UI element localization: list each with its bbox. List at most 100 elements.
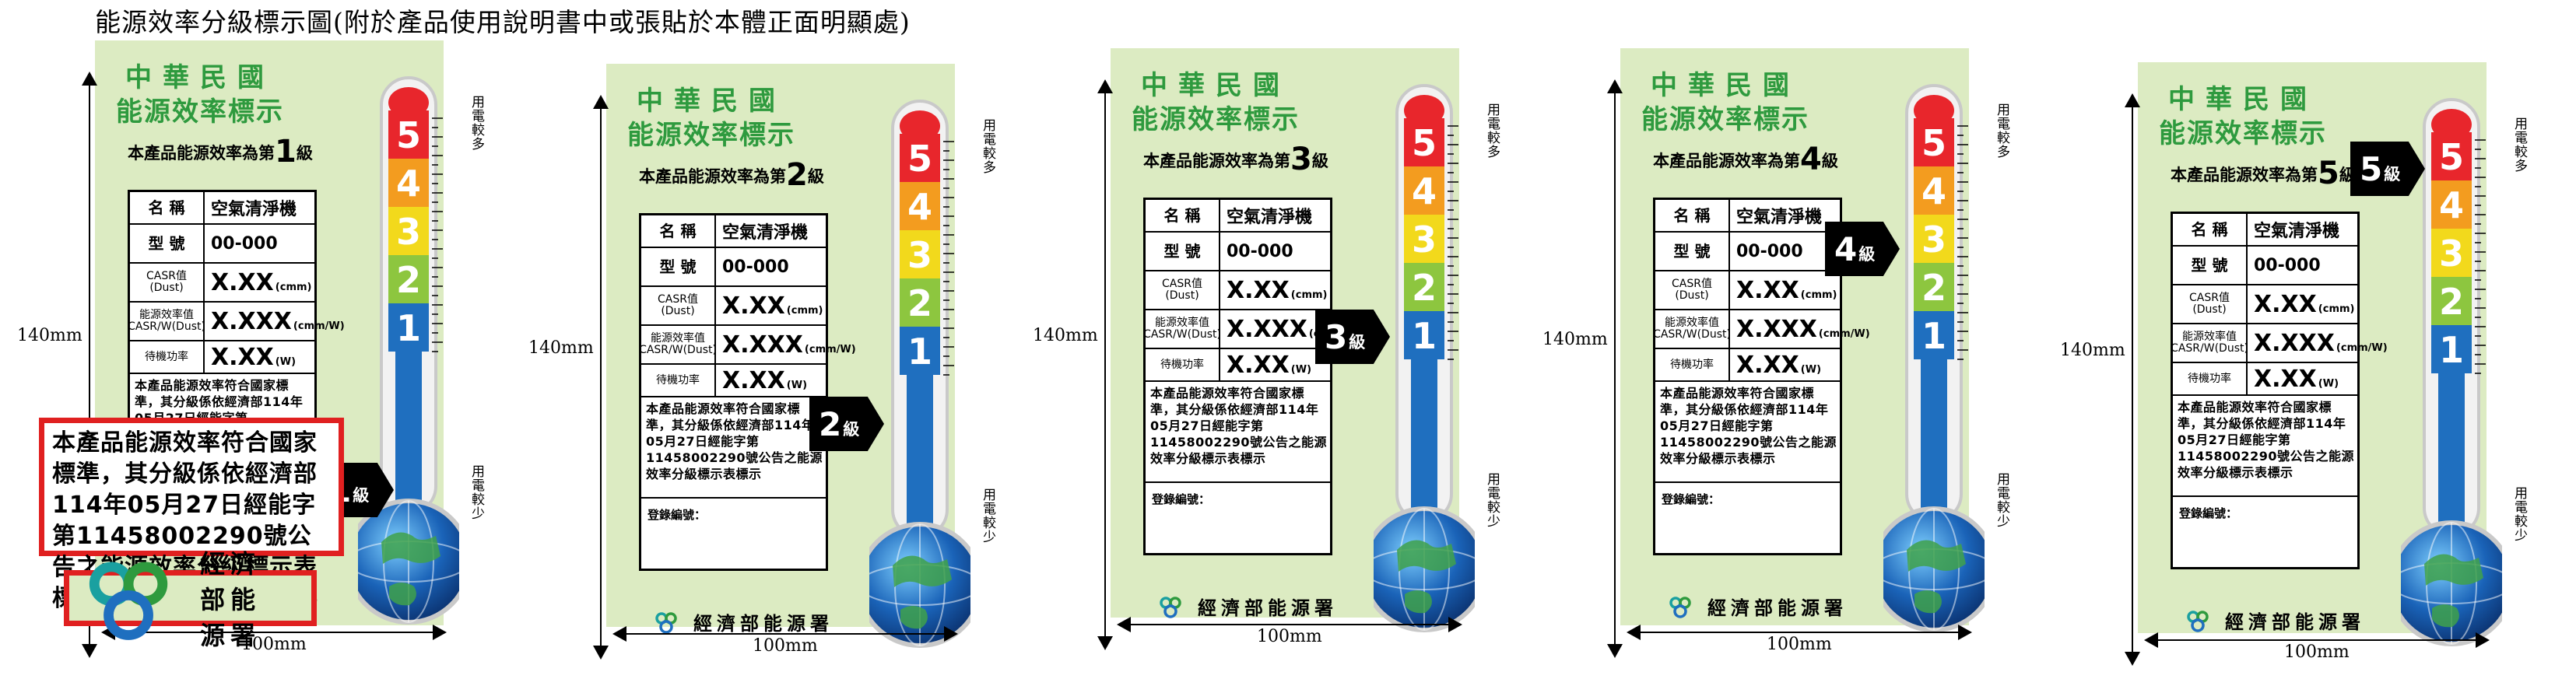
row-value: X.XX <box>722 292 785 320</box>
scale-segment-4 <box>1404 166 1444 215</box>
row-unit: (W) <box>786 379 808 391</box>
row-label: 待機功率 <box>130 341 205 373</box>
spec-row: 型 號 00-000 <box>2173 247 2357 285</box>
label-title: 能源效率標示 <box>116 96 284 128</box>
scale-number: 1 <box>907 331 932 373</box>
label-title-country: 中華民國 <box>637 86 786 117</box>
row-label: CASR值 (Dust) <box>2173 285 2248 323</box>
grade-suffix: 級 <box>1311 152 1328 170</box>
label-title: 能源效率標示 <box>627 120 795 151</box>
scale-segment-4 <box>900 182 940 230</box>
spec-row: 型 號 00-000 <box>1655 233 1840 271</box>
row-unit: (W) <box>2318 377 2339 390</box>
grade-statement: 本產品能源效率為第4級 <box>1653 142 1838 177</box>
scale-number: 2 <box>396 259 421 301</box>
width-dimension-line <box>1117 617 1462 632</box>
row-unit: (cmm/W) <box>1818 327 1870 340</box>
scale-segment-3 <box>900 230 940 278</box>
row-value-cell: 空氣清淨機 <box>1736 200 1822 231</box>
scale-number: 2 <box>1412 267 1437 309</box>
row-value-cell: 00-000 <box>2254 247 2321 284</box>
notice-row: 本產品能源效率符合國家標準，其分級係依經濟部114年05月27日經能字第1145… <box>641 397 826 499</box>
scale-number: 3 <box>1412 219 1437 261</box>
grade-number: 1 <box>275 134 297 170</box>
row-label: 待機功率 <box>641 365 716 396</box>
scale-segment-1 <box>388 303 429 352</box>
spec-row: 型 號 00-000 <box>130 225 314 264</box>
row-value: X.XXX <box>1736 315 1817 343</box>
row-value: 空氣清淨機 <box>722 223 809 243</box>
spec-row: 能源效率值 CASR/W(Dust) X.XXX(cmm/W) <box>2171 324 2388 363</box>
spec-row: 型 號 00-000 <box>641 248 826 287</box>
scale-segment-5 <box>1404 118 1444 166</box>
scale-segment-1 <box>1404 311 1444 359</box>
scale-number: 2 <box>1921 267 1946 309</box>
arrow-grade-number: 4 <box>1834 229 1858 268</box>
agency-footer: 經濟部能源署 <box>1667 593 1848 620</box>
row-value: X.XX <box>1736 351 1799 379</box>
spec-row: 能源效率值 CASR/W(Dust) X.XXX(cmm/W) <box>1143 310 1360 349</box>
spec-table: 名 稱 空氣清淨機 型 號 00-000 CASR值 (Dust) X.XX(c… <box>2171 212 2388 569</box>
width-dimension-label: 100mm <box>753 636 818 656</box>
scale-segment-3 <box>1914 215 1954 263</box>
row-label: 名 稱 <box>1146 200 1220 231</box>
row-value-cell: X.XX(cmm) <box>722 287 823 324</box>
width-dimension-label: 100mm <box>2284 642 2350 662</box>
row-value: 00-000 <box>211 233 278 254</box>
spec-row: 能源效率值 CASR/W(Dust) X.XXX(cmm/W) <box>639 326 856 365</box>
agency-footer: 經濟部能源署 <box>653 608 834 635</box>
row-value: 00-000 <box>1736 241 1803 261</box>
spec-row: 待機功率 X.XX(W) <box>641 365 826 397</box>
more-power-label: 用電較多 <box>469 95 484 151</box>
scale-number: 5 <box>2439 136 2464 178</box>
row-value-cell: 空氣清淨機 <box>722 215 808 247</box>
spec-table: 名 稱 空氣清淨機 型 號 00-000 CASR值 (Dust) X.XX(c… <box>1143 198 1360 555</box>
scale-segment-3 <box>1404 215 1444 263</box>
row-value: X.XX <box>211 268 274 296</box>
label-title: 能源效率標示 <box>1641 104 1809 135</box>
row-value-cell: X.XX(W) <box>1227 349 1311 380</box>
label-title-country: 中華民國 <box>1651 70 1800 101</box>
row-label: 能源效率值 CASR/W(Dust) <box>128 303 205 340</box>
spec-row: CASR值 (Dust) X.XX(cmm) <box>641 287 826 326</box>
notice-paragraph: 本產品能源效率符合國家標準，其分級係依經濟部114年05月27日經能字第1145… <box>646 401 823 481</box>
row-value: 00-000 <box>722 257 789 277</box>
row-unit: (W) <box>1290 363 1312 376</box>
spec-row: 名 稱 空氣清淨機 <box>641 215 826 248</box>
registration-row: 登錄編號： <box>1655 483 1840 553</box>
row-unit: (cmm/W) <box>293 320 345 332</box>
more-power-label: 用電較多 <box>1994 103 2009 159</box>
energy-label-grade-2: 中華民國 能源效率標示 本產品能源效率為第2級 名 稱 空氣清淨機 型 號 00… <box>528 64 1019 660</box>
row-value-cell: X.XXX(cmm/W) <box>1736 310 1870 348</box>
width-dimension-label: 100mm <box>1767 635 1832 654</box>
spec-row: CASR值 (Dust) X.XX(cmm) <box>130 264 314 303</box>
label-title: 能源效率標示 <box>2159 118 2327 149</box>
width-dimension-label: 100mm <box>1257 627 1322 646</box>
row-value: 00-000 <box>1227 241 1293 261</box>
agency-name: 經濟部能源署 <box>1707 597 1848 619</box>
scale-number: 2 <box>907 282 932 324</box>
spec-row: 待機功率 X.XX(W) <box>1146 349 1330 382</box>
row-label: 待機功率 <box>1655 349 1730 380</box>
scale-number: 3 <box>2439 233 2464 275</box>
more-power-label: 用電較多 <box>980 118 995 174</box>
arrow-grade-number: 3 <box>1325 317 1348 356</box>
height-dimension-line <box>1607 79 1623 658</box>
callout-notice-box: 本產品能源效率符合國家標準，其分級係依經濟部114年05月27日經能字第1145… <box>39 418 344 612</box>
scale-number: 1 <box>1412 315 1437 357</box>
row-label: 名 稱 <box>2173 214 2248 245</box>
scale-segment-1 <box>2431 325 2472 373</box>
grade-number: 5 <box>2318 156 2339 191</box>
scale-number: 2 <box>2439 281 2464 323</box>
scale-segment-2 <box>388 255 429 303</box>
row-label: CASR值 (Dust) <box>1655 271 1730 309</box>
energy-label-grade-4: 中華民國 能源效率標示 本產品能源效率為第4級 名 稱 空氣清淨機 型 號 00… <box>1542 48 2033 658</box>
spec-row: 能源效率值 CASR/W(Dust) X.XXX(cmm/W) <box>128 303 345 341</box>
height-dimension-line <box>1097 79 1113 650</box>
grade-suffix: 級 <box>296 144 313 163</box>
spec-row: CASR值 (Dust) X.XX(cmm) <box>2173 285 2357 324</box>
scale-number: 4 <box>2439 184 2464 226</box>
scale-segment-3 <box>388 207 429 255</box>
